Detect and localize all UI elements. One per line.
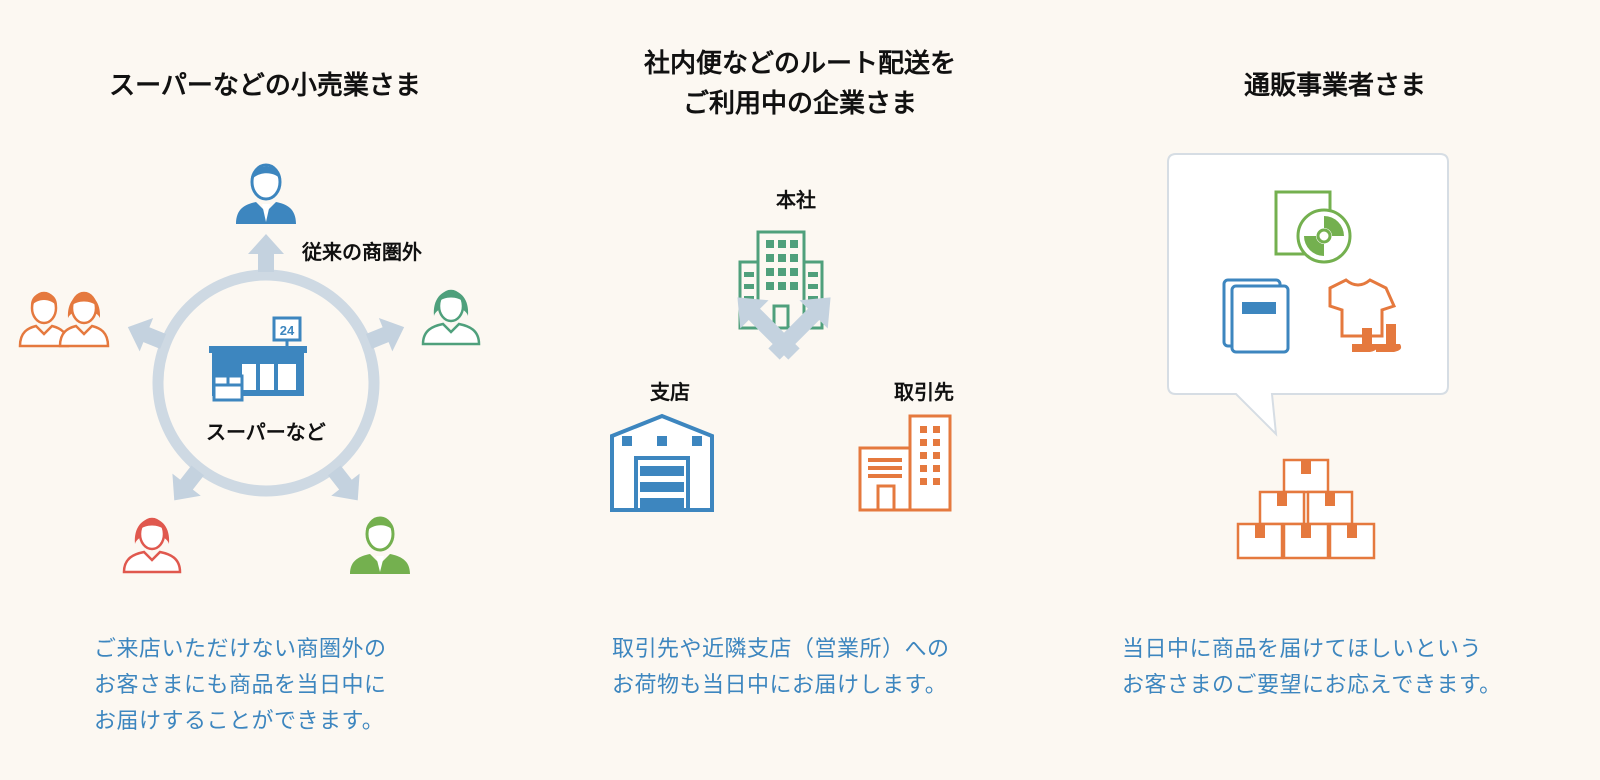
customer-person-icon [236,163,296,224]
delivery-ring [152,269,380,497]
route-arrows [737,297,831,360]
route-description: 取引先や近隣支店（営業所）への お荷物も当日中にお届けします。 [612,637,950,698]
retail-description: ご来店いただけない商圏外の お客さまにも商品を当日中に お届けすることができます… [94,637,387,734]
clothing-icon [1328,278,1402,352]
route-title: 社内便などのルート配送を ご利用中の企業さま [643,49,956,119]
column-mail-order: 通販事業者さま [1070,0,1600,780]
retail-diagram: 24 [18,163,481,574]
mailorder-title: 通販事業者さま [1243,71,1426,101]
partner-label: 取引先 [894,380,954,404]
branch-warehouse-icon [610,413,714,512]
column-route-delivery: 社内便などのルート配送を ご利用中の企業さま 本社 支店 取引先 [530,0,1070,780]
delivery-arrows [127,234,405,501]
parcel-boxes-icon [1236,458,1376,560]
speech-bubble [1167,153,1449,437]
mailorder-description: 当日中に商品を届けてほしいという お客さまのご要望にお応えできます。 [1122,637,1502,698]
mailorder-diagram [1167,153,1449,560]
customer-person-icon [350,516,410,574]
column-retail: スーパーなどの小売業さま 24 [0,0,530,780]
branch-label: 支店 [650,380,690,404]
customer-person-icon [421,289,481,346]
store-sign-text: 24 [280,323,295,338]
customer-person-icon [122,517,182,574]
partner-building-icon [858,414,952,512]
book-icon [1222,278,1290,354]
hq-label: 本社 [776,188,816,212]
hq-building-icon [738,230,824,330]
retail-title: スーパーなどの小売業さま [109,71,421,101]
outside-area-label: 従来の商圏外 [302,240,422,264]
hq-windows [744,240,818,301]
route-diagram [610,230,952,512]
store-icon: 24 [209,316,307,402]
customer-pair-icon [18,291,110,348]
store-label: スーパーなど [206,420,326,444]
